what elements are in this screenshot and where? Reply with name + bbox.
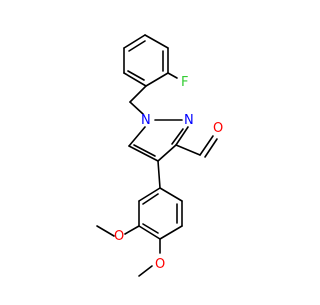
- aldehyde-co-double: [204, 138, 218, 158]
- c-f-bond: [167, 72, 178, 79]
- methoxy2-ch3-bond: [138, 265, 153, 277]
- n2-c3-bond: [175, 126, 189, 146]
- bond: [144, 34, 169, 49]
- methoxy2-oxygen-label: O: [155, 257, 165, 272]
- double-bond-inner: [142, 223, 159, 234]
- structure-canvas: F N N O O O: [96, 34, 223, 277]
- aryl-link-bond: [157, 160, 161, 189]
- pyrazole-ring: [128, 119, 189, 162]
- c4-c5-bond: [128, 145, 159, 162]
- c5-n1-bond: [128, 126, 146, 147]
- aldehyde-oxygen-label: O: [213, 121, 223, 136]
- methoxy1-o-bond: [124, 225, 140, 235]
- double-bond-inner: [127, 70, 145, 81]
- ch2-bond: [129, 85, 147, 103]
- double-bond-inner: [128, 40, 146, 52]
- bond: [138, 225, 161, 240]
- dimethoxyphenyl-ring: [138, 187, 183, 240]
- double-bond-inner: [142, 193, 159, 205]
- aldehyde-co-bond: [199, 135, 214, 156]
- double-bond-inner: [171, 128, 184, 145]
- bond: [145, 72, 169, 87]
- ch2-n1-bond: [129, 101, 144, 115]
- double-bond-inner: [133, 144, 156, 157]
- bond: [123, 72, 147, 87]
- methoxy1-oxygen-label: O: [114, 229, 124, 244]
- bond: [159, 187, 183, 202]
- pyrazole-n1-label: N: [141, 113, 151, 128]
- c3-c4-bond: [157, 144, 177, 162]
- fluorophenyl-ring: [123, 34, 169, 87]
- aldehyde-c-bond: [175, 144, 201, 156]
- molecule-structure: F N N O O O: [96, 34, 223, 277]
- bond: [159, 225, 183, 240]
- fluorine-label: F: [181, 75, 188, 90]
- methoxy1-ch3-bond: [96, 225, 115, 237]
- bond: [123, 34, 146, 49]
- pyrazole-n2-label: N: [184, 113, 194, 128]
- bond: [138, 187, 161, 202]
